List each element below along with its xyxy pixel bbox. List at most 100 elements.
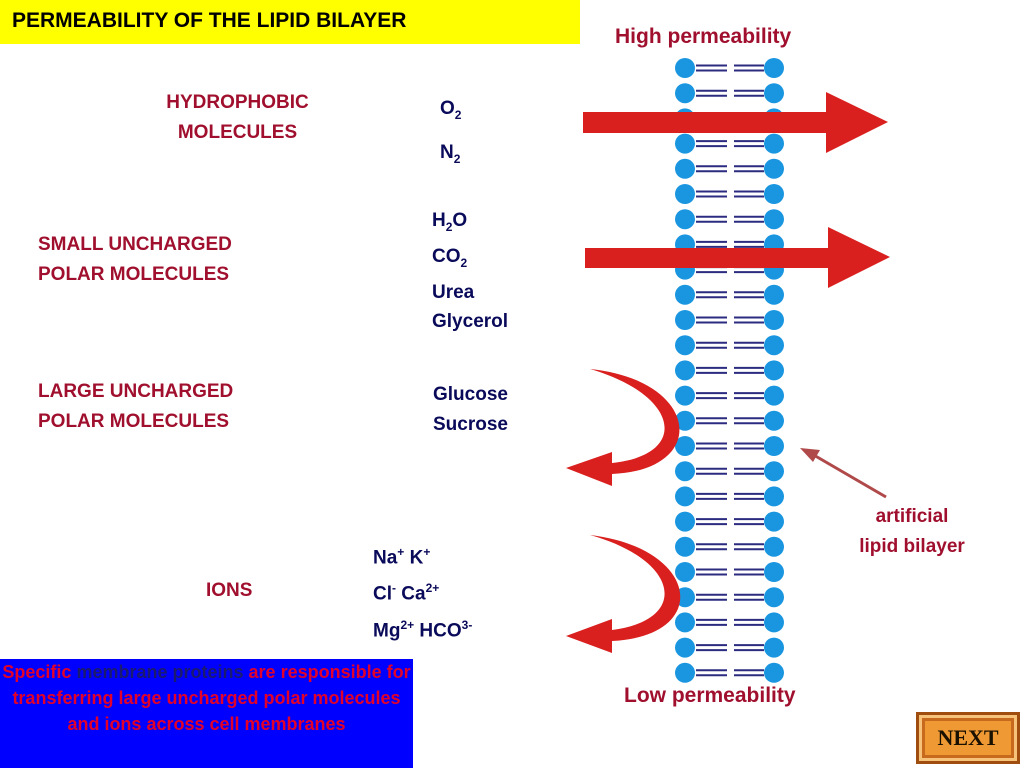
category-small-polar-line1: SMALL UNCHARGED xyxy=(38,234,232,255)
lipid-head xyxy=(764,385,784,406)
high-permeability-label: High permeability xyxy=(615,25,792,48)
lipid-row xyxy=(675,436,784,456)
lipid-head xyxy=(675,562,695,582)
lipid-row xyxy=(675,209,784,230)
lipid-row xyxy=(675,562,784,582)
lipid-head xyxy=(764,209,784,230)
lipid-row xyxy=(675,184,784,204)
lipid-head xyxy=(675,310,695,330)
page-title: PERMEABILITY OF THE LIPID BILAYER xyxy=(12,9,407,32)
lipid-head xyxy=(764,461,784,482)
lipid-head xyxy=(675,536,695,557)
category-large-polar-line1: LARGE UNCHARGED xyxy=(38,381,234,402)
category-large-polar-line2: POLAR MOLECULES xyxy=(38,411,230,432)
lipid-head xyxy=(675,662,695,683)
category-small-polar: SMALL UNCHARGED POLAR MOLECULES xyxy=(38,230,232,290)
lipid-head xyxy=(764,360,784,381)
lipid-head xyxy=(764,486,784,507)
molecule-glucose: Glucose xyxy=(433,384,508,405)
lipid-head xyxy=(675,587,695,608)
info-word-are: are xyxy=(248,662,276,682)
info-word-specific: Specific xyxy=(2,662,72,682)
molecule-sucrose: Sucrose xyxy=(433,414,508,435)
lipid-row xyxy=(675,637,784,658)
bilayer-label: artificial lipid bilayer xyxy=(830,502,994,562)
lipid-head xyxy=(675,360,695,381)
lipid-row xyxy=(675,511,784,532)
lipid-head xyxy=(764,511,784,532)
category-large-polar: LARGE UNCHARGED POLAR MOLECULES xyxy=(38,377,233,437)
pass-arrow-hydrophobic xyxy=(583,92,888,153)
title-bar xyxy=(0,0,580,44)
lipid-head xyxy=(764,58,784,78)
info-word-membrane-proteins: membrane proteins xyxy=(76,662,244,682)
lipid-head xyxy=(675,133,695,154)
molecules-large-polar: Glucose Sucrose xyxy=(433,380,508,440)
lipid-head xyxy=(675,486,695,507)
lipid-head xyxy=(764,612,784,633)
bilayer-label-line1: artificial xyxy=(875,506,949,527)
lipid-head xyxy=(675,209,695,230)
molecule-h2o: H2O xyxy=(432,210,468,234)
lipid-head xyxy=(764,536,784,557)
category-hydrophobic-line1: HYDROPHOBIC xyxy=(166,92,309,113)
lipid-head xyxy=(764,83,784,104)
lipid-head xyxy=(764,562,784,582)
lipid-head xyxy=(675,335,695,356)
lipid-row xyxy=(675,385,784,406)
lipid-head xyxy=(764,436,784,456)
lipid-row xyxy=(675,536,784,557)
bounce-arrow-ions xyxy=(566,535,681,653)
molecule-o2: O2 xyxy=(440,98,462,122)
lipid-head xyxy=(764,284,784,305)
lipid-head xyxy=(764,637,784,658)
category-small-polar-line2: POLAR MOLECULES xyxy=(38,264,230,285)
ion-row-2: Cl- Ca2+ xyxy=(373,581,440,605)
lipid-head xyxy=(675,612,695,633)
category-hydrophobic-line2: MOLECULES xyxy=(177,122,298,143)
next-button-label: NEXT xyxy=(937,725,999,750)
ion-row-3: Mg2+ HCO3- xyxy=(373,617,473,641)
category-hydrophobic: HYDROPHOBIC MOLECULES xyxy=(130,88,345,148)
lipid-head xyxy=(764,310,784,330)
lipid-head xyxy=(764,133,784,154)
molecules-ions: Na+ K+ Cl- Ca2+ Mg2+ HCO3- xyxy=(373,537,472,646)
info-rest: responsible for transferring large uncha… xyxy=(12,662,411,734)
lipid-row xyxy=(675,158,784,179)
pass-arrow-small-polar xyxy=(585,227,890,288)
molecules-small-polar: H2O CO2 Urea Glycerol xyxy=(432,206,508,336)
lipid-head xyxy=(764,410,784,431)
lipid-head xyxy=(764,184,784,204)
lipid-head xyxy=(764,335,784,356)
bilayer-pointer-head xyxy=(800,448,820,462)
lipid-row xyxy=(675,410,784,431)
lipid-row xyxy=(675,461,784,482)
lipid-row xyxy=(675,335,784,356)
lipid-head xyxy=(675,436,695,456)
lipid-row xyxy=(675,662,784,683)
lipid-head xyxy=(675,158,695,179)
lipid-row xyxy=(675,83,784,104)
lipid-head xyxy=(675,410,695,431)
lipid-head xyxy=(675,461,695,482)
bilayer-label-line2: lipid bilayer xyxy=(859,536,965,557)
bilayer-pointer-line xyxy=(811,452,887,499)
lipid-head xyxy=(764,587,784,608)
lipid-head xyxy=(675,184,695,204)
lipid-head xyxy=(675,83,695,104)
lipid-row xyxy=(675,486,784,507)
lipid-row xyxy=(675,587,784,608)
molecule-glycerol: Glycerol xyxy=(432,310,509,332)
lipid-row xyxy=(675,360,784,381)
lipid-row xyxy=(675,284,784,305)
next-button[interactable]: NEXT xyxy=(916,712,1020,764)
molecule-n2: N2 xyxy=(440,141,461,166)
lipid-head xyxy=(675,58,695,78)
lipid-bilayer xyxy=(675,58,784,683)
lipid-row xyxy=(675,612,784,633)
lipid-head xyxy=(764,662,784,683)
lipid-head xyxy=(675,637,695,658)
info-box: Specific membrane proteins are responsib… xyxy=(0,659,413,768)
lipid-head xyxy=(675,511,695,532)
